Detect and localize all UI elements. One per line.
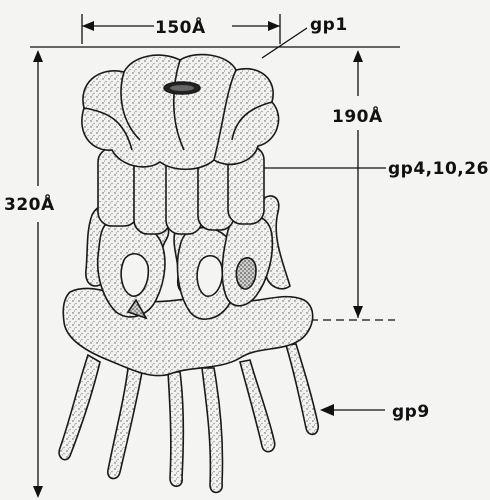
gp4-10-26-label: gp4,10,26 xyxy=(388,159,489,179)
height-320-label: 320Å xyxy=(4,192,55,215)
height-190-dimension xyxy=(310,50,395,320)
width-150-label: 150Å xyxy=(155,15,206,38)
gp9-label: gp9 xyxy=(392,402,430,422)
height-190-label: 190Å xyxy=(332,104,383,127)
gp1-label: gp1 xyxy=(310,15,348,35)
height-320-dimension xyxy=(33,50,43,498)
gp1-leader xyxy=(262,28,307,58)
gp9-arrow xyxy=(320,404,385,416)
